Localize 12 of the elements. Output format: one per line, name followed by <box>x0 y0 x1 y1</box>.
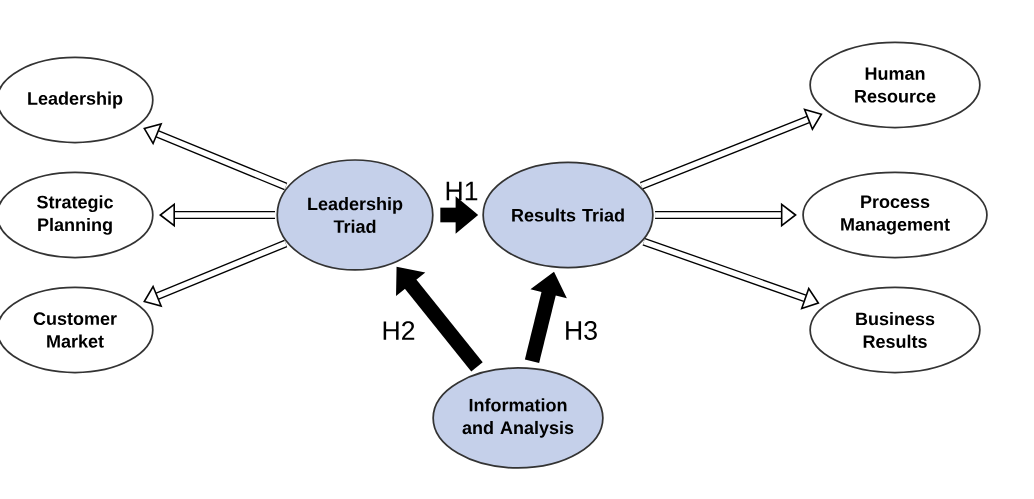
ellipse-node: Leadership Triad <box>276 159 434 271</box>
block-arrow <box>143 239 288 308</box>
block-arrow <box>642 237 820 310</box>
ellipse-node: Information and Analysis <box>432 367 604 469</box>
edge-label: H2 <box>383 321 415 340</box>
ellipse-node: Human Resource <box>809 41 981 129</box>
edge-label: H1 <box>446 181 478 201</box>
ellipse-node: Process Management <box>802 171 988 259</box>
ellipse-node: Results Triad <box>482 161 654 269</box>
ellipse-node: Business Results <box>809 286 981 374</box>
edge-label: H3 <box>566 321 597 340</box>
block-arrow <box>640 108 823 190</box>
